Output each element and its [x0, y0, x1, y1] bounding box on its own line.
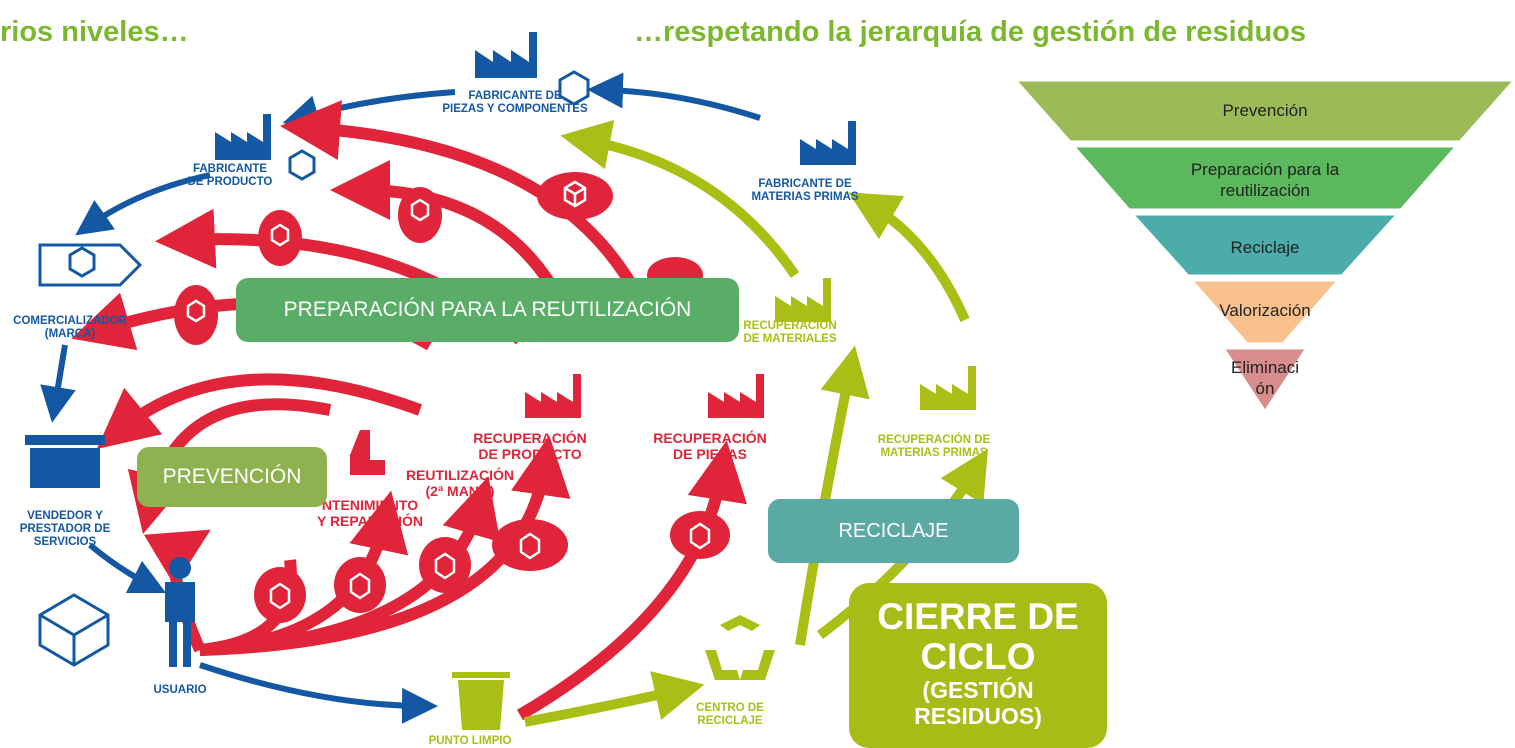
outline-icons-blue	[38, 70, 590, 667]
pyramid-level-eliminacion	[1220, 346, 1310, 415]
label-mantenimiento: NTENIMIENTO Y REPARACIÓN	[316, 497, 424, 529]
factory-icons-lime	[775, 278, 976, 410]
label-centro-reciclaje: CENTRO DE RECICLAJE	[696, 702, 764, 727]
blue-flow	[40, 72, 761, 724]
pyramid-label-reciclaje: Reciclaje	[1230, 238, 1300, 257]
label-fab-materias: FABRICANTE DE MATERIAS PRIMAS	[751, 178, 859, 203]
pyramid-label-prevencion: Prevención	[1222, 101, 1308, 120]
pyramid-level-prevencion	[1015, 78, 1515, 144]
label-recup-piezas: RECUPERACIÓN DE PIEZAS	[653, 430, 767, 462]
pyramid-label-eliminacion: Eliminaci ón	[1230, 358, 1300, 398]
label-recup-producto: RECUPERACIÓN DE PRODUCTO	[473, 430, 587, 462]
title-right: …respetando la jerarquía de gestión de r…	[634, 16, 1307, 48]
red-flow	[71, 100, 747, 721]
label-fab-piezas: FABRICANTE DE PIEZAS Y COMPONENTES	[442, 90, 588, 115]
box-prevencion: PREVENCIÓN	[137, 447, 327, 507]
cierre-line-2: CICLO	[920, 636, 1036, 677]
cierre-line-3: (GESTIÓN	[922, 677, 1034, 703]
label-punto-limpio: PUNTO LIMPIO	[428, 735, 512, 747]
label-reutilizacion: REUTILIZACIÓN (2ª MANO)	[405, 467, 515, 499]
cierre-line-1: CIERRE DE	[877, 596, 1079, 637]
label-vendedor: VENDEDOR Y PRESTADOR DE SERVICIOS	[19, 510, 111, 548]
label-recup-materias: RECUPERACIÓN DE MATERIAS PRIMAS	[877, 434, 991, 459]
factory-icons-red	[350, 374, 764, 475]
box-reciclaje: RECICLAJE	[768, 499, 1019, 563]
pyramid-level-reciclaje	[1128, 212, 1402, 278]
title-left: rios niveles…	[0, 16, 189, 48]
label-recup-materiales: RECUPERACIÓN DE MATERIALES	[743, 320, 837, 345]
pyramid-label-valorizacion: Valorización	[1219, 301, 1311, 320]
red-badge-cubes	[186, 180, 711, 610]
label-comercializador: COMERCIALIZADOR (MARCA)	[13, 315, 127, 340]
recycle-icon	[705, 615, 775, 680]
waste-hierarchy-pyramid	[1015, 78, 1515, 415]
label-usuario: USUARIO	[153, 684, 207, 696]
cierre-line-4: RESIDUOS)	[914, 703, 1042, 729]
red-badges	[174, 172, 730, 623]
bin-icon	[452, 672, 510, 730]
box-preparacion-reutilizacion: PREPARACIÓN PARA LA REUTILIZACIÓN	[236, 278, 739, 342]
label-fab-producto: FABRICANTE DE PRODUCTO	[187, 163, 273, 188]
pyramid-level-valorizacion	[1187, 278, 1343, 346]
pyramid-label-preparacion: Preparación para la reutilización	[1190, 160, 1340, 200]
factory-icons-blue	[25, 32, 856, 667]
pyramid-level-preparacion	[1069, 144, 1461, 212]
box-cierre-ciclo: CIERRE DE CICLO (GESTIÓN RESIDUOS)	[849, 583, 1107, 748]
